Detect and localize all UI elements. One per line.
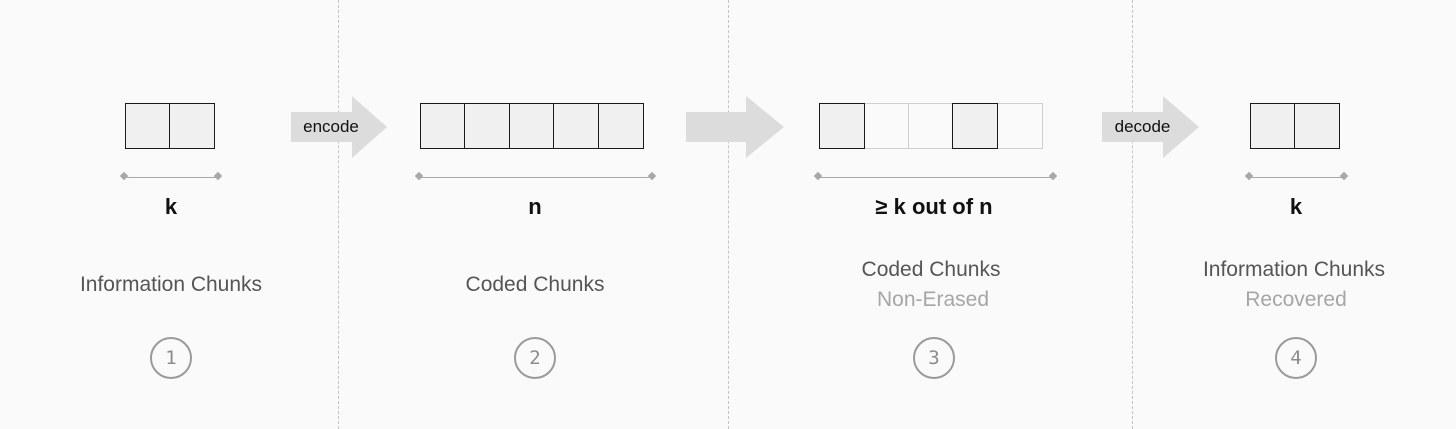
chunk [597,103,644,149]
non-erased-chunks-group [819,103,1043,149]
n-span-indicator [420,177,651,178]
chunk [1250,103,1296,149]
step-title: Coded Chunks [861,258,1001,281]
arrow-shape-icon [291,96,387,158]
step-4-number: 4 [1275,337,1317,379]
step-1-number: 1 [150,337,192,379]
k-out-of-n-label: ≥ k out of n [875,194,993,219]
coded-chunks-group [420,103,644,149]
k-label: k [1289,194,1303,219]
section-divider [338,0,339,429]
chunk [169,103,216,149]
erasure-arrow [686,96,784,158]
chunk [125,103,171,149]
k-span-indicator [125,177,217,178]
chunk [464,103,511,149]
n-label: n [528,194,542,219]
chunk [819,103,865,149]
k-span-indicator [1250,177,1343,178]
erasure-arrow-label [686,96,766,158]
step-3-number: 3 [913,337,955,379]
step-subtitle: Recovered [1245,288,1347,311]
section-divider [1132,0,1133,429]
chunk [420,103,466,149]
arrow-shape-icon [686,96,784,158]
chunk [1294,103,1341,149]
information-chunks-group [125,103,216,149]
step-subtitle: Non-Erased [876,288,990,311]
step-title: Coded Chunks [465,273,605,296]
decode-label: decode [1114,117,1171,136]
chunk [553,103,600,149]
erased-chunk [863,103,910,149]
erased-chunk [996,103,1043,149]
encode-arrow: encode [291,96,387,158]
chunk [952,103,999,149]
recovered-chunks-group [1250,103,1341,149]
k-label: k [164,194,178,219]
arrow-shape-icon [1102,96,1199,158]
encode-label: encode [303,117,359,136]
k-of-n-span-indicator [819,177,1052,178]
step-2-number: 2 [514,337,556,379]
erased-chunk [907,103,954,149]
step-title: Information Chunks [1202,258,1386,281]
decode-arrow: decode [1102,96,1199,158]
section-divider [728,0,729,429]
chunk [508,103,555,149]
step-title: Information Chunks [79,273,263,296]
